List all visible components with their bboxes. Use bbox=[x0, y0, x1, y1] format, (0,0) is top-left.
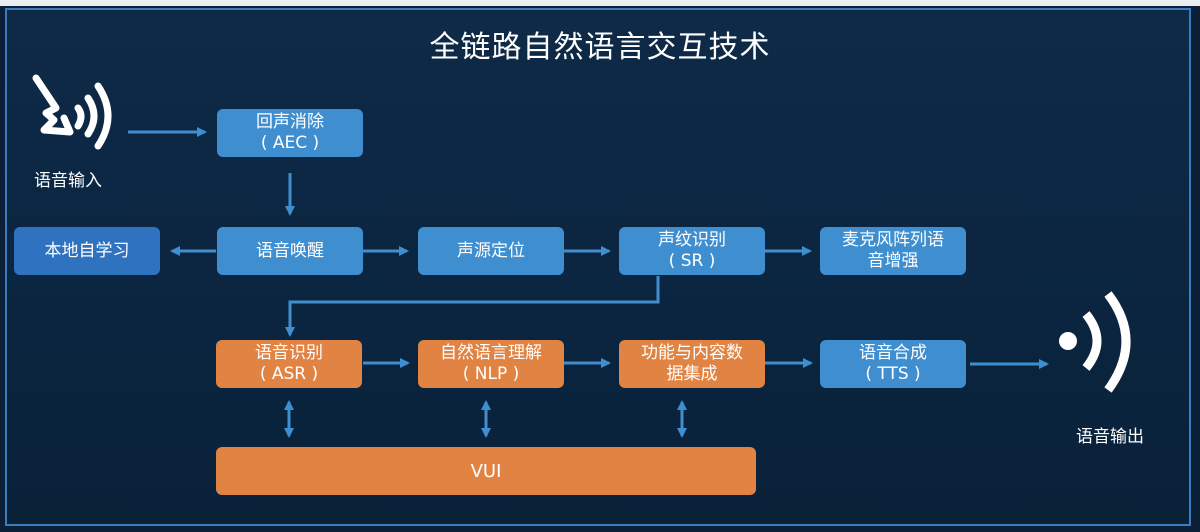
node-content[interactable]: 功能与内容数 据集成 bbox=[619, 340, 765, 388]
node-asr-label: 语音识别 bbox=[255, 343, 323, 363]
sound-waves-icon bbox=[1059, 291, 1131, 393]
node-aec-sub: ( AEC ) bbox=[260, 133, 320, 153]
node-wakeup[interactable]: 语音唤醒 bbox=[217, 227, 363, 275]
node-local-learning-label: 本地自学习 bbox=[44, 240, 130, 261]
node-local-learning[interactable]: 本地自学习 bbox=[14, 227, 160, 275]
node-aec[interactable]: 回声消除 ( AEC ) bbox=[217, 109, 363, 157]
node-mic-array-label: 麦克风阵列语 bbox=[842, 230, 944, 250]
node-nlp[interactable]: 自然语言理解 ( NLP ) bbox=[418, 340, 564, 388]
node-tts-label: 语音合成 bbox=[859, 343, 927, 363]
node-tts-sub: ( TTS ) bbox=[865, 364, 921, 384]
node-mic-array-sub: 音增强 bbox=[867, 251, 919, 271]
node-sr-sub: ( SR ) bbox=[668, 251, 716, 271]
speaking-head-sound-icon bbox=[32, 74, 112, 150]
edge-sr-asr bbox=[285, 276, 660, 337]
diagram-title: 全链路自然语言交互技术 bbox=[429, 30, 771, 65]
node-tts[interactable]: 语音合成 ( TTS ) bbox=[820, 340, 966, 388]
node-sound-source[interactable]: 声源定位 bbox=[418, 227, 564, 275]
node-vui-label: VUI bbox=[470, 460, 502, 482]
input-label: 语音输入 bbox=[34, 171, 102, 191]
node-vui[interactable]: VUI bbox=[216, 447, 756, 495]
node-aec-label: 回声消除 bbox=[256, 112, 324, 132]
node-content-sub: 据集成 bbox=[666, 364, 718, 384]
output-label: 语音输出 bbox=[1076, 427, 1144, 447]
diagram-frame bbox=[5, 8, 1191, 526]
node-sr[interactable]: 声纹识别 ( SR ) bbox=[619, 227, 765, 275]
node-nlp-sub: ( NLP ) bbox=[462, 364, 520, 384]
node-mic-array[interactable]: 麦克风阵列语 音增强 bbox=[820, 227, 966, 275]
node-asr[interactable]: 语音识别 ( ASR ) bbox=[216, 340, 362, 388]
node-sr-label: 声纹识别 bbox=[658, 230, 726, 250]
node-sound-source-label: 声源定位 bbox=[457, 240, 525, 261]
top-strip bbox=[0, 0, 1200, 6]
node-wakeup-label: 语音唤醒 bbox=[256, 240, 324, 261]
node-nlp-label: 自然语言理解 bbox=[440, 343, 542, 363]
node-content-label: 功能与内容数 bbox=[641, 343, 743, 363]
node-asr-sub: ( ASR ) bbox=[259, 364, 319, 384]
